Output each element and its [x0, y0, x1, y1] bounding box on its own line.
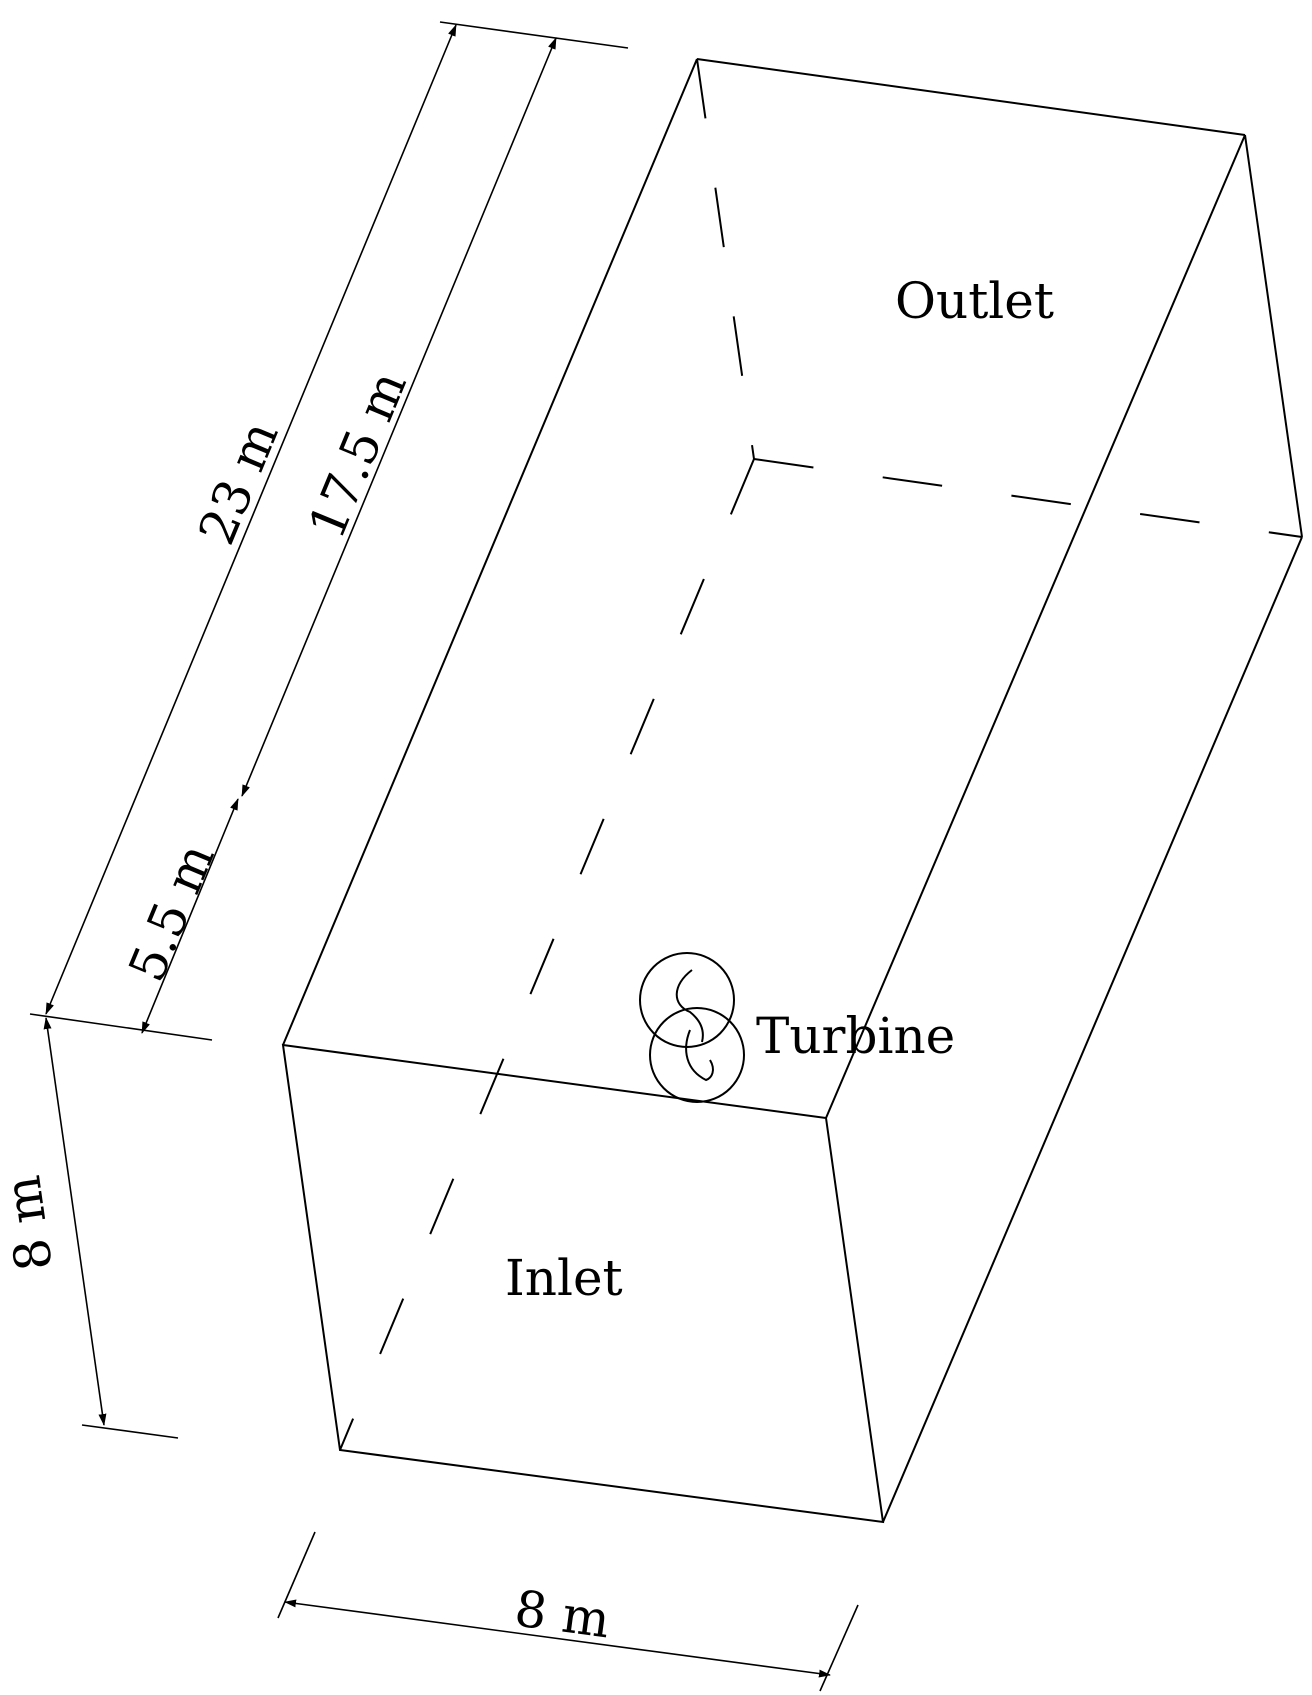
inlet-label: Inlet: [505, 1249, 623, 1307]
top-left-edge: [282, 58, 698, 1046]
outlet-top-edge: [696, 58, 1246, 136]
turbine-lower-blade: [685, 1029, 714, 1082]
dim-line-upstream: [141, 798, 239, 1034]
ext-line-bottom: [29, 1013, 213, 1041]
dim-downstream-length: 17.5 m: [241, 37, 557, 797]
ext-line-height-bottom: [81, 1424, 179, 1439]
upstream-length-label: 5.5 m: [118, 835, 226, 989]
downstream-length-label: 17.5 m: [298, 363, 418, 547]
dim-upstream-length: 5.5 m: [118, 798, 239, 1034]
turbine-upper-blade: [675, 969, 704, 1043]
height-label: 8 m: [0, 1172, 64, 1274]
hidden-bottom-left-edge: [339, 458, 755, 1451]
width-label: 8 m: [511, 1579, 613, 1649]
total-length-label: 23 m: [188, 413, 290, 552]
turbine-upper-circle: [639, 952, 735, 1048]
dim-line-downstream: [241, 37, 557, 797]
turbine-label: Turbine: [756, 1007, 955, 1065]
dim-width: 8 m: [277, 1531, 859, 1692]
dim-line-width: [284, 1599, 831, 1678]
turbine-icon: [639, 952, 745, 1103]
domain-box: [281, 58, 1303, 1524]
ext-line-top: [439, 21, 629, 49]
hidden-outlet-left-edge: [696, 58, 755, 460]
bottom-right-edge: [882, 536, 1303, 1523]
dim-height: 8 m: [0, 1017, 179, 1439]
top-right-edge: [825, 134, 1246, 1119]
turbine-lower-circle: [649, 1007, 745, 1103]
hidden-edges: [339, 58, 1303, 1451]
dim-line-height: [43, 1017, 107, 1426]
outlet-right-edge: [1244, 134, 1303, 538]
hidden-outlet-bottom-edge: [753, 458, 1303, 538]
outlet-label: Outlet: [895, 272, 1054, 330]
ext-line-width-right: [819, 1604, 859, 1692]
